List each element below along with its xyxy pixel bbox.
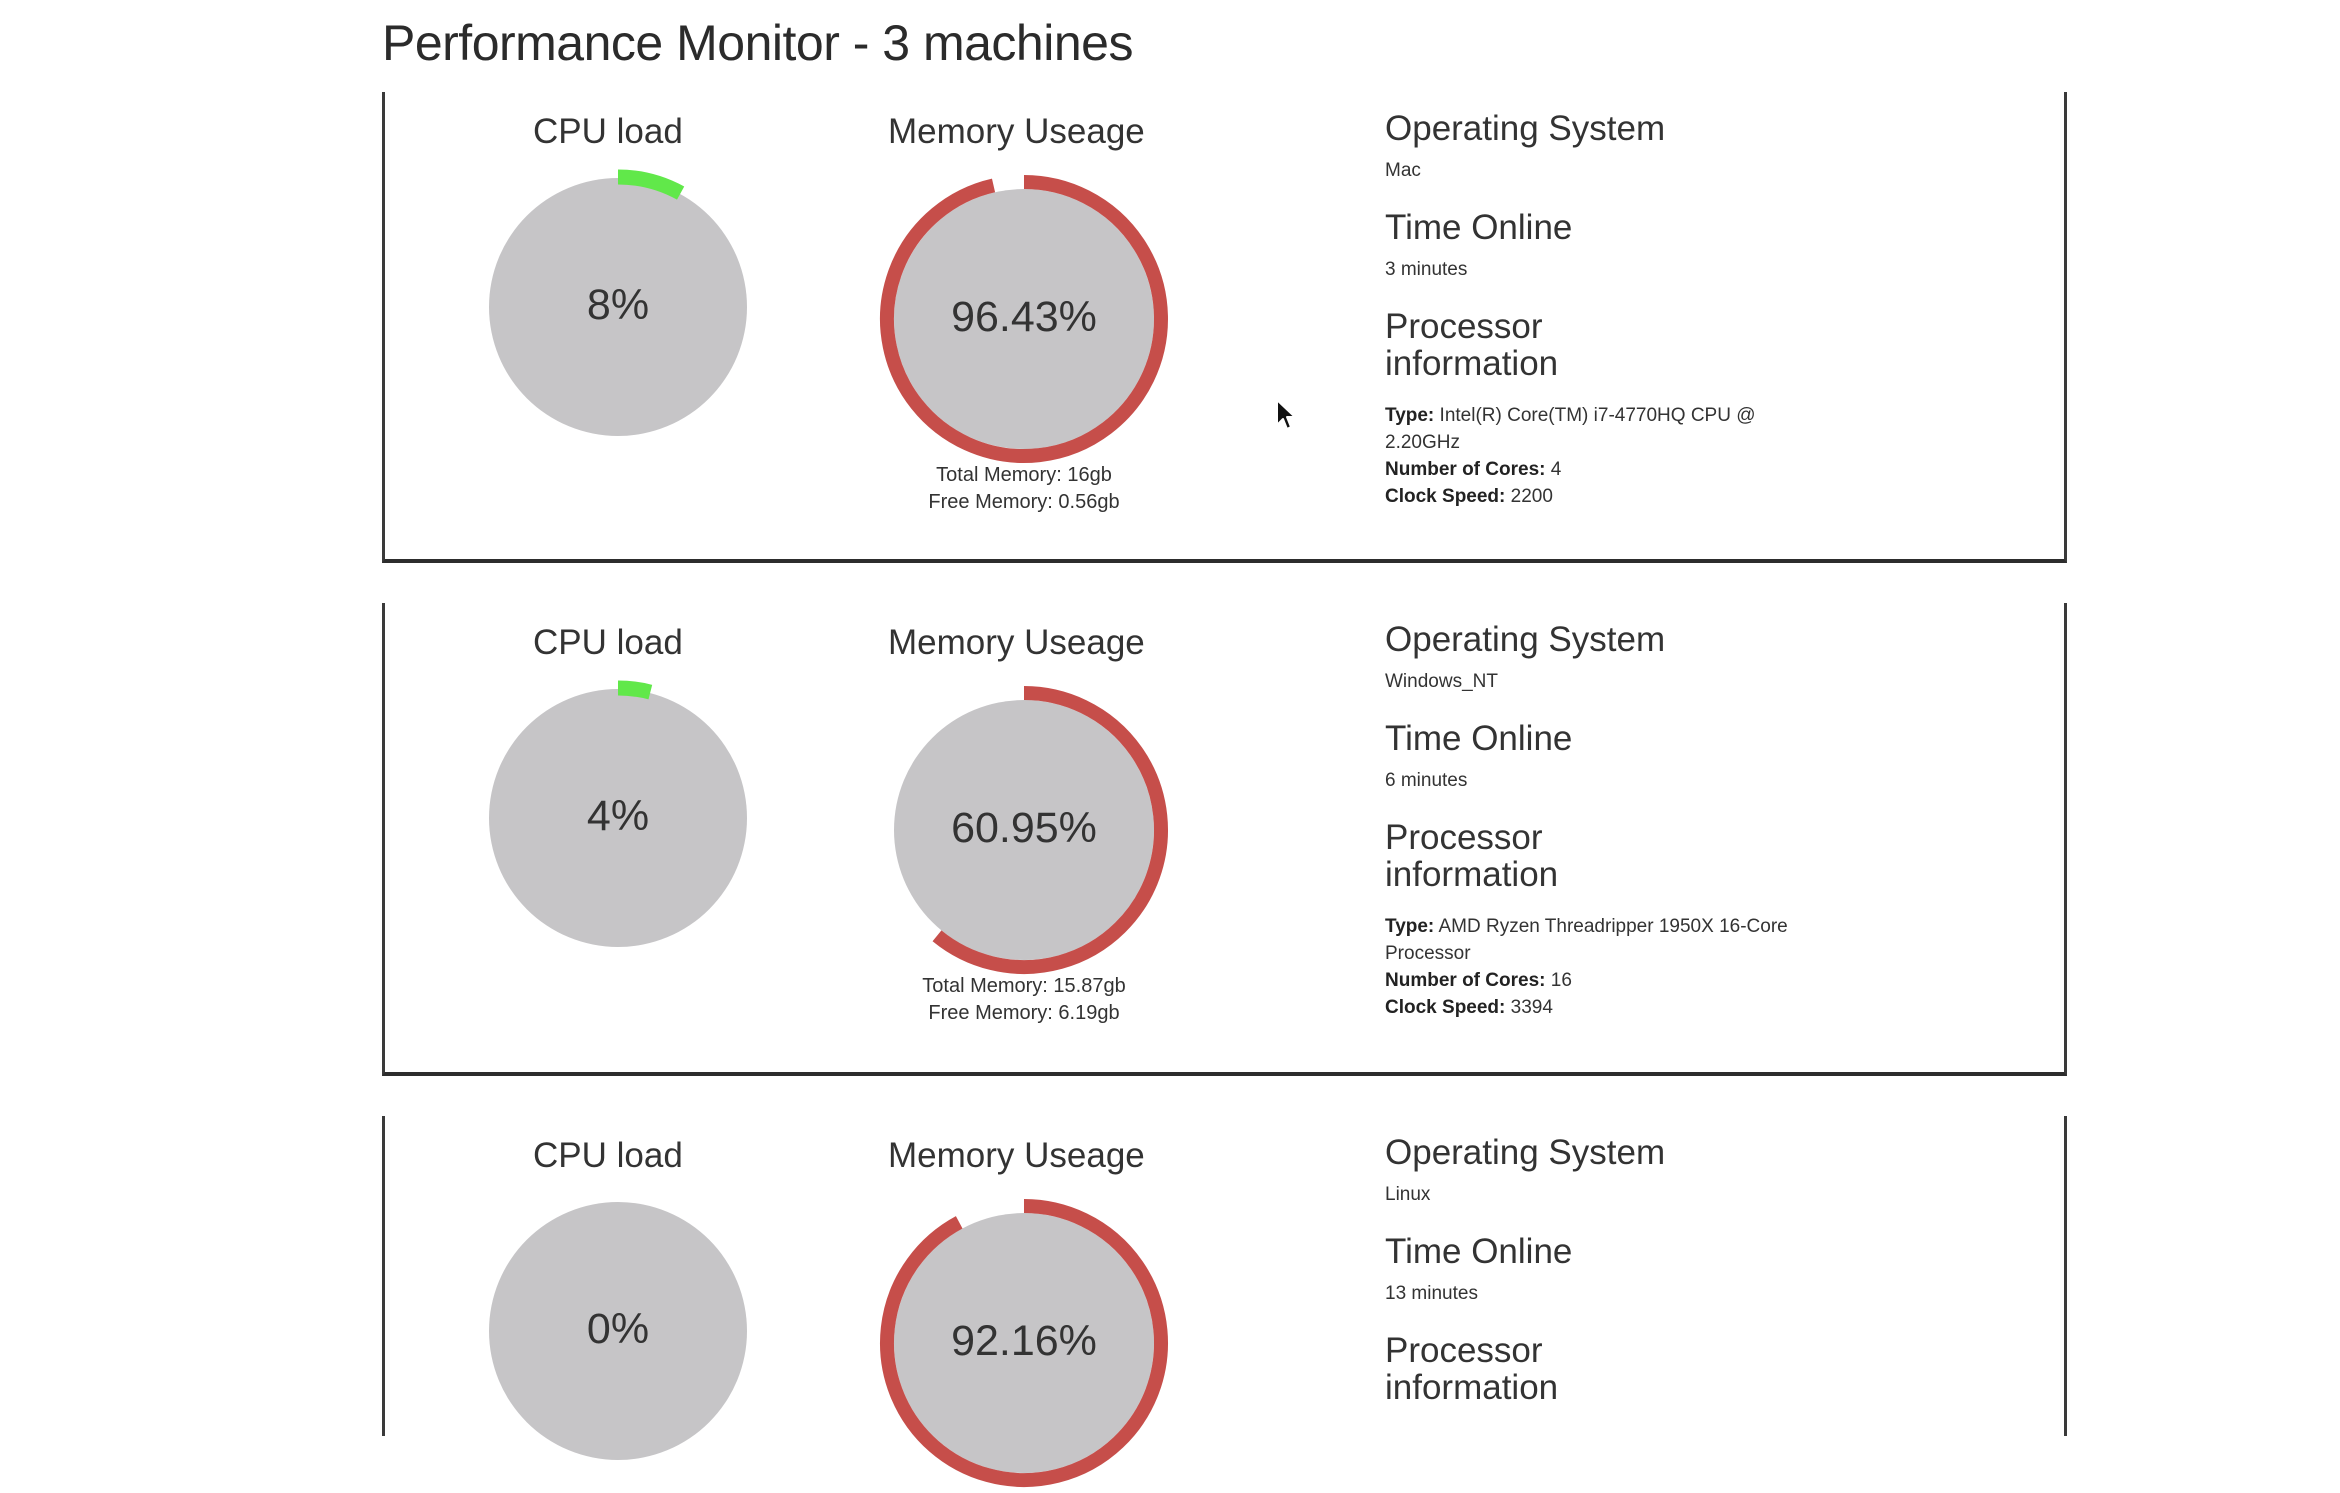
memory-usage-value: 60.95%	[951, 804, 1097, 852]
cpu-load-arc	[617, 169, 685, 200]
processor-type: Type: AMD Ryzen Threadripper 1950X 16-Co…	[1385, 916, 1788, 964]
memory-usage-gauge: 92.16%	[874, 1193, 1174, 1493]
cpu-load-arc	[617, 680, 653, 700]
cpu-load-value: 4%	[586, 792, 650, 840]
processor-cores: Number of Cores: 4	[1385, 459, 1562, 480]
processor-details: Type: Intel(R) Core(TM) i7-4770HQ CPU @ …	[1385, 402, 1805, 510]
memory-usage-heading: Memory Useage	[888, 112, 1145, 151]
processor-info-heading: Processor information	[1385, 307, 1559, 383]
processor-clock: Clock Speed: 3394	[1385, 997, 1553, 1018]
memory-usage-gauge: 96.43%	[874, 169, 1174, 469]
processor-type-value: AMD Ryzen Threadripper 1950X 16-Core Pro…	[1385, 916, 1788, 964]
processor-info-heading: Processor information	[1385, 1331, 1559, 1407]
memory-usage-value: 96.43%	[951, 293, 1097, 341]
total-memory-value: 16gb	[1067, 464, 1112, 486]
processor-clock-value: 3394	[1510, 997, 1553, 1018]
mouse-pointer-icon	[1276, 399, 1296, 430]
free-memory-line: Free Memory: 0.56gb	[928, 491, 1120, 513]
free-memory-value: 6.19gb	[1058, 1002, 1120, 1024]
total-memory-line: Total Memory: 15.87gb	[922, 975, 1126, 997]
memory-usage-value: 92.16%	[951, 1317, 1097, 1365]
memory-details: Total Memory: 16gb Free Memory: 0.56gb	[874, 462, 1174, 516]
cpu-load-gauge: 0%	[480, 1193, 756, 1469]
processor-cores-value: 4	[1550, 459, 1562, 480]
memory-gauge-disc	[894, 189, 1154, 449]
machine-card-1: CPU load 8% Memory Useage 96.43% Total M…	[382, 92, 2067, 563]
time-online-value: 6 minutes	[1385, 770, 1468, 791]
memory-usage-arc	[880, 175, 1168, 463]
processor-cores-value: 16	[1550, 970, 1572, 991]
machine-info: Operating System Mac Time Online 3 minut…	[1385, 110, 1805, 510]
total-memory-line: Total Memory: 16gb	[936, 464, 1112, 486]
time-online-value: 3 minutes	[1385, 259, 1468, 280]
cpu-gauge-disc	[489, 178, 747, 436]
time-online-heading: Time Online	[1385, 719, 1573, 758]
processor-type-value: Intel(R) Core(TM) i7-4770HQ CPU @ 2.20GH…	[1385, 405, 1756, 453]
machine-card-2: CPU load 4% Memory Useage 60.95% Total M…	[382, 603, 2067, 1076]
memory-usage-heading: Memory Useage	[888, 623, 1145, 662]
processor-type: Type: Intel(R) Core(TM) i7-4770HQ CPU @ …	[1385, 405, 1756, 453]
cpu-load-value: 0%	[586, 1305, 650, 1353]
processor-details: Type: AMD Ryzen Threadripper 1950X 16-Co…	[1385, 913, 1805, 1021]
processor-info-heading: Processor information	[1385, 818, 1559, 894]
machine-info: Operating System Linux Time Online 13 mi…	[1385, 1134, 1805, 1406]
time-online-heading: Time Online	[1385, 1232, 1573, 1271]
os-heading: Operating System	[1385, 109, 1666, 148]
processor-cores: Number of Cores: 16	[1385, 970, 1572, 991]
total-memory-value: 15.87gb	[1053, 975, 1126, 997]
os-value: Mac	[1385, 160, 1421, 181]
memory-details: Total Memory: 15.87gb Free Memory: 6.19g…	[874, 973, 1174, 1027]
os-value: Windows_NT	[1385, 671, 1498, 692]
cpu-load-heading: CPU load	[533, 623, 683, 662]
os-heading: Operating System	[1385, 1133, 1666, 1172]
machine-info: Operating System Windows_NT Time Online …	[1385, 621, 1805, 1021]
cpu-load-heading: CPU load	[533, 112, 683, 151]
time-online-value: 13 minutes	[1385, 1283, 1478, 1304]
cpu-load-gauge: 4%	[480, 680, 756, 956]
time-online-heading: Time Online	[1385, 208, 1573, 247]
memory-gauge-disc	[894, 700, 1154, 960]
free-memory-line: Free Memory: 6.19gb	[928, 1002, 1120, 1024]
cpu-load-heading: CPU load	[533, 1136, 683, 1175]
cpu-load-gauge: 8%	[480, 169, 756, 445]
os-heading: Operating System	[1385, 620, 1666, 659]
cpu-gauge-disc	[489, 689, 747, 947]
processor-clock: Clock Speed: 2200	[1385, 486, 1553, 507]
machine-card-3: CPU load 0% Memory Useage 92.16% Operati…	[382, 1116, 2067, 1487]
processor-clock-value: 2200	[1510, 486, 1553, 507]
page-title: Performance Monitor - 3 machines	[382, 15, 1133, 71]
os-value: Linux	[1385, 1184, 1431, 1205]
free-memory-value: 0.56gb	[1058, 491, 1120, 513]
cpu-load-value: 8%	[586, 281, 650, 329]
memory-usage-gauge: 60.95%	[874, 680, 1174, 980]
memory-usage-arc	[932, 686, 1168, 974]
memory-usage-heading: Memory Useage	[888, 1136, 1145, 1175]
